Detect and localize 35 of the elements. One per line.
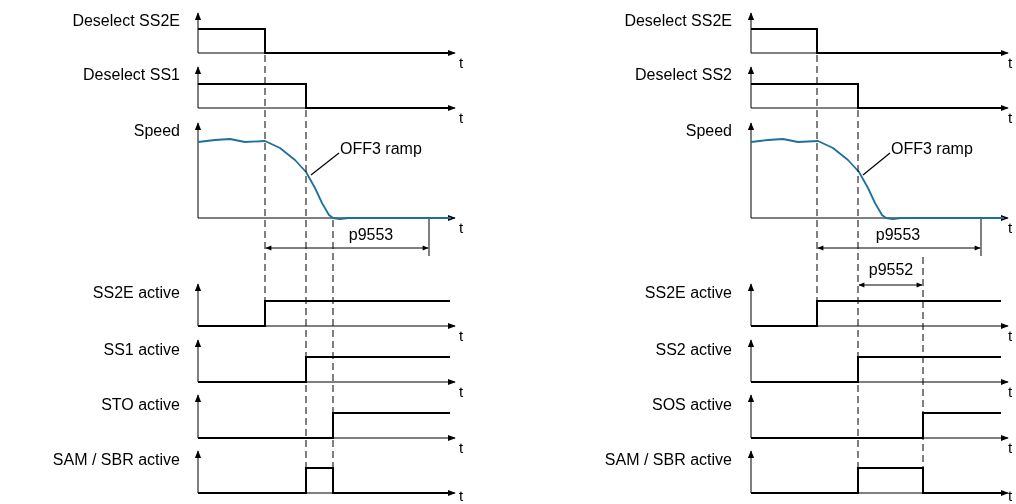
axis-label: t (459, 487, 464, 503)
axis-label: t (459, 439, 464, 455)
axis-label: t (459, 383, 464, 399)
axis-label: t (1008, 54, 1013, 70)
axis-label: t (459, 327, 464, 343)
leader-line (310, 152, 340, 176)
signal-name: SS2 active (655, 342, 732, 358)
signal-name: Deselect SS2E (624, 13, 732, 29)
signal-name: STO active (101, 397, 180, 413)
dimension-label: p9553 (348, 227, 394, 243)
axis-label: t (459, 109, 464, 125)
signal-name: SOS active (651, 397, 732, 413)
axis-label: t (459, 54, 464, 70)
axis-label: t (1008, 439, 1013, 455)
signal-name: Deselect SS1 (83, 67, 180, 83)
annotation-label: OFF3 ramp (891, 141, 973, 157)
axis-label: t (1008, 109, 1013, 125)
signal-name: SS2E active (644, 285, 732, 301)
annotation-label: OFF3 ramp (340, 141, 422, 157)
dimension-label: p9553 (875, 227, 921, 243)
axis-label: t (1008, 487, 1013, 503)
leader-line (862, 152, 891, 176)
signal-name: Speed (685, 123, 732, 139)
signal-name: Speed (133, 123, 180, 139)
signal-name: Deselect SS2 (635, 67, 732, 83)
dimension-label: p9552 (868, 262, 914, 278)
axis-label: t (1008, 219, 1013, 235)
signal-name: Deselect SS2E (72, 13, 180, 29)
axis-label: t (1008, 327, 1013, 343)
signal-name: SAM / SBR active (604, 452, 732, 468)
signal-name: SAM / SBR active (52, 452, 180, 468)
axis-label: t (459, 219, 464, 235)
signal-name: SS1 active (103, 342, 180, 358)
signal-name: SS2E active (92, 285, 180, 301)
axis-label: t (1008, 383, 1013, 399)
